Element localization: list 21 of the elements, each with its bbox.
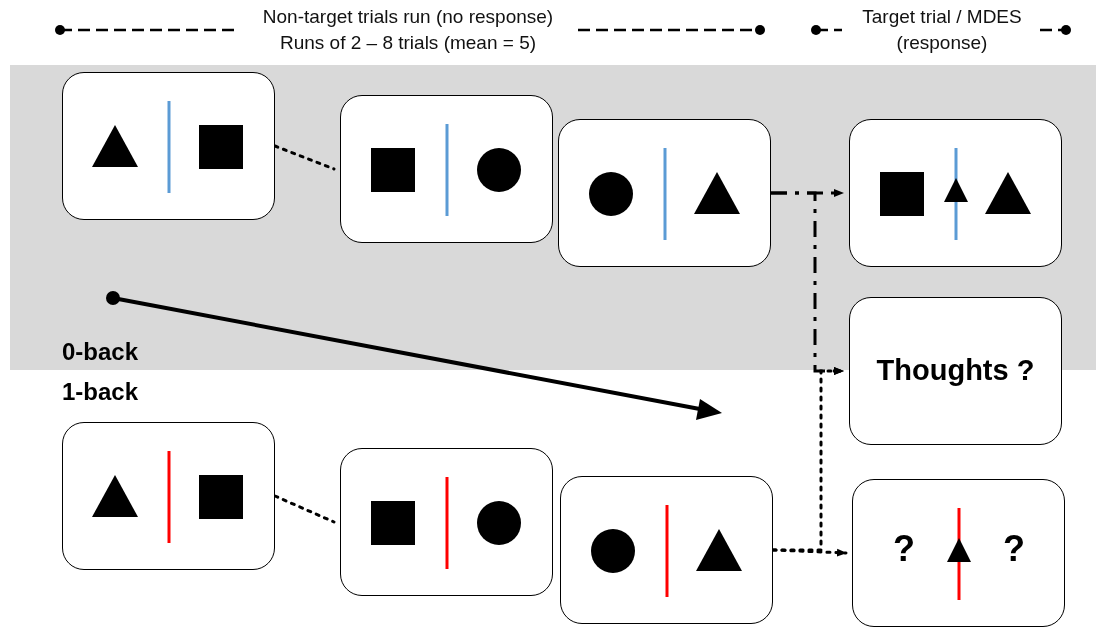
stimulus-card bbox=[849, 119, 1062, 267]
task-label: 0-back bbox=[62, 338, 139, 366]
header-text: Runs of 2 – 8 trials (mean = 5) bbox=[278, 32, 538, 54]
task-label: 1-back bbox=[62, 378, 139, 406]
header-text: Non-target trials run (no response) bbox=[261, 6, 555, 28]
dotted-line bbox=[273, 494, 336, 524]
question-mark: ? bbox=[1003, 528, 1025, 570]
stimulus-card bbox=[340, 95, 553, 243]
stimulus-card bbox=[62, 422, 275, 570]
stimulus-card bbox=[560, 476, 773, 624]
probe-card bbox=[852, 479, 1065, 627]
header-text: Target trial / MDES bbox=[861, 6, 1023, 28]
stimulus-card bbox=[62, 72, 275, 220]
header-text: (response) bbox=[895, 32, 989, 54]
dotted-arrow bbox=[771, 367, 845, 552]
stimulus-card bbox=[340, 448, 553, 596]
prompt-text: Thoughts ? bbox=[875, 354, 1036, 387]
stimulus-card bbox=[558, 119, 771, 267]
prompt-card bbox=[849, 297, 1062, 445]
dotted-line bbox=[273, 144, 336, 171]
question-mark: ? bbox=[893, 528, 915, 570]
